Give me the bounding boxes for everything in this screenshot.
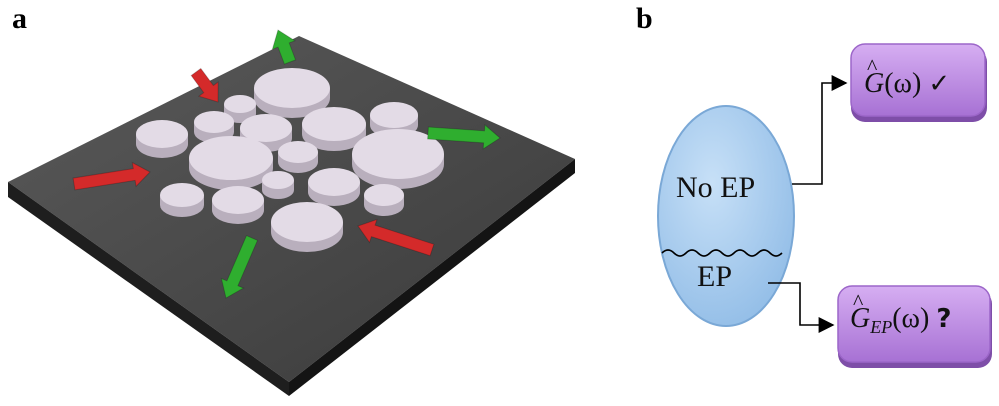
- ep-label: EP: [697, 260, 733, 293]
- disk: [189, 136, 273, 190]
- disk: [352, 129, 444, 189]
- disk: [160, 183, 204, 217]
- disk: [254, 68, 330, 118]
- state-ellipse: [657, 105, 795, 327]
- disk: [364, 184, 404, 216]
- disk: [262, 171, 294, 199]
- panel-a-label: a: [12, 2, 27, 35]
- ep-boundary-wave: [661, 249, 783, 257]
- box-g-omega: [850, 43, 987, 122]
- g-ep-argument: (ω): [892, 303, 930, 334]
- arrow-out-right: [427, 123, 501, 150]
- g-ep-omega-label: GEP(ω) ?: [850, 291, 952, 337]
- arrow-out-bottom: [220, 234, 259, 299]
- ep-subscript: EP: [870, 317, 893, 337]
- question-icon: ?: [936, 304, 952, 334]
- arrow-in-bottom-right: [357, 218, 435, 257]
- panel-b-label: b: [636, 2, 653, 35]
- connector-ep: [768, 282, 835, 333]
- g-symbol: G: [864, 56, 884, 98]
- slab-front-right: [289, 159, 575, 396]
- disk: [302, 107, 366, 151]
- disk: [212, 186, 264, 224]
- disk: [278, 141, 318, 173]
- connector-no-ep: [792, 75, 848, 185]
- arrow-in-left: [72, 161, 151, 191]
- disk: [271, 202, 343, 252]
- g-ep-symbol: G: [850, 291, 870, 333]
- g-omega-label: G(ω) ✓: [864, 56, 951, 99]
- disk: [308, 168, 360, 206]
- disk: [136, 120, 188, 158]
- no-ep-label: No EP: [676, 171, 756, 204]
- box-g-ep-omega: [837, 285, 992, 368]
- arrow-out-top: [271, 29, 297, 65]
- g-argument: (ω): [884, 68, 922, 99]
- disk-cluster: [136, 68, 444, 252]
- slab-front-left: [8, 182, 289, 396]
- arrow-group: [72, 29, 501, 299]
- check-icon: ✓: [928, 69, 951, 99]
- arrow-in-top-left: [190, 67, 219, 103]
